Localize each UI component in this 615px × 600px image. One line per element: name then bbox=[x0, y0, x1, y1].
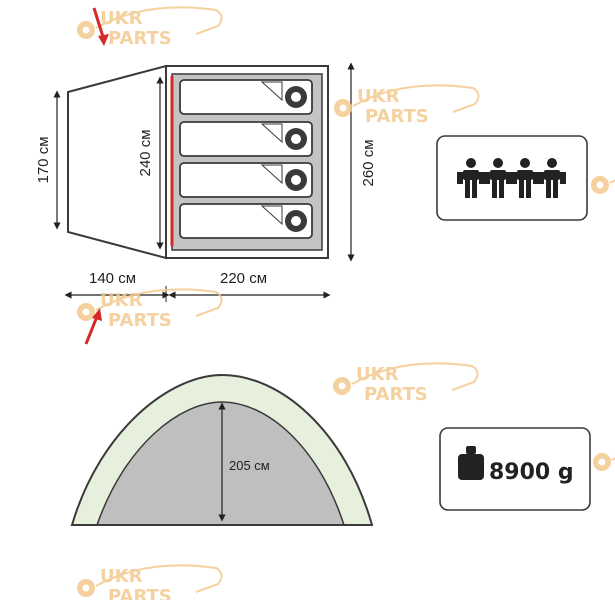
dim-label-260: 260 см bbox=[360, 139, 377, 186]
dim-label-220: 220 см bbox=[220, 270, 267, 287]
person-icon bbox=[457, 158, 485, 198]
dim-label-170: 170 см bbox=[35, 136, 52, 183]
side-view: 205 см bbox=[70, 373, 374, 526]
person-icon bbox=[484, 158, 512, 198]
sleeping-bag bbox=[179, 79, 313, 115]
person-icon bbox=[511, 158, 539, 198]
dim-label-140: 140 см bbox=[89, 270, 136, 287]
dim-label-240: 240 см bbox=[137, 129, 154, 176]
floor-plan: 170 см 240 см 260 см 140 см 220 см bbox=[35, 62, 377, 302]
weight-icon bbox=[458, 446, 484, 480]
dim-label-205: 205 см bbox=[229, 458, 270, 473]
capacity-box bbox=[436, 135, 588, 221]
person-icon bbox=[538, 158, 566, 198]
weight-label: 8900 g bbox=[489, 460, 574, 485]
sleeping-bag bbox=[179, 121, 313, 157]
sleeping-bag bbox=[179, 203, 313, 239]
weight-box: 8900 g bbox=[439, 427, 591, 511]
sleeping-bags bbox=[179, 79, 313, 239]
red-arrow-bottom bbox=[84, 308, 102, 345]
sleeping-bag bbox=[179, 162, 313, 198]
red-arrow-top bbox=[92, 7, 109, 46]
